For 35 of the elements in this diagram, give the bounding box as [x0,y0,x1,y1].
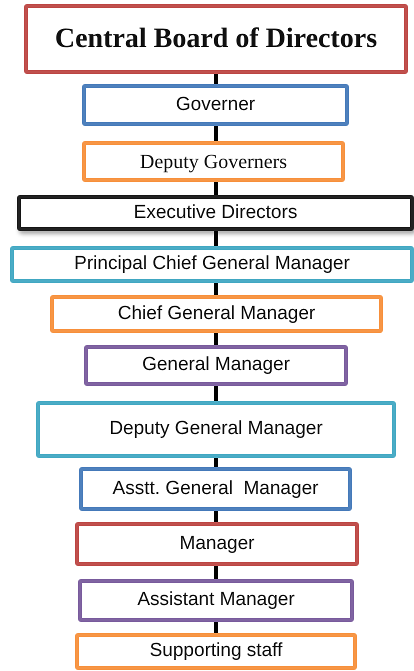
position-box [82,141,345,182]
position-label: Governer [176,94,256,116]
position-box [75,633,357,670]
position-label: General Manager [142,355,290,376]
connector-line [214,566,218,579]
position-box [84,345,348,386]
position-box [17,195,414,231]
connector-line [214,74,218,84]
position-box [82,84,349,126]
connector-line [214,333,218,345]
position-label: Deputy General Manager [109,419,323,440]
position-box [36,401,396,458]
connector-line [214,283,218,295]
position-label: Executive Directors [134,202,298,224]
connector-line [214,458,218,467]
connector-line [214,622,218,633]
position-label: Asstt. General Manager [112,478,318,500]
position-label: Deputy Governers [140,150,288,172]
position-box [78,579,354,622]
connector-line [214,231,218,246]
position-box [75,522,359,566]
connector-line [214,511,218,522]
position-label: Supporting staff [150,641,282,662]
position-box [10,246,414,283]
position-box [79,467,352,511]
position-label: Principal Chief General Manager [74,254,350,275]
position-label: Manager [180,534,254,554]
position-label: Assistant Manager [137,590,295,611]
connector-line [214,126,218,141]
position-box [50,295,383,333]
position-label: Chief General Manager [118,304,316,324]
board-box [24,4,408,74]
board-title: Central Board of Directors [54,26,378,52]
connector-line [214,182,218,195]
connector-line [214,386,218,401]
